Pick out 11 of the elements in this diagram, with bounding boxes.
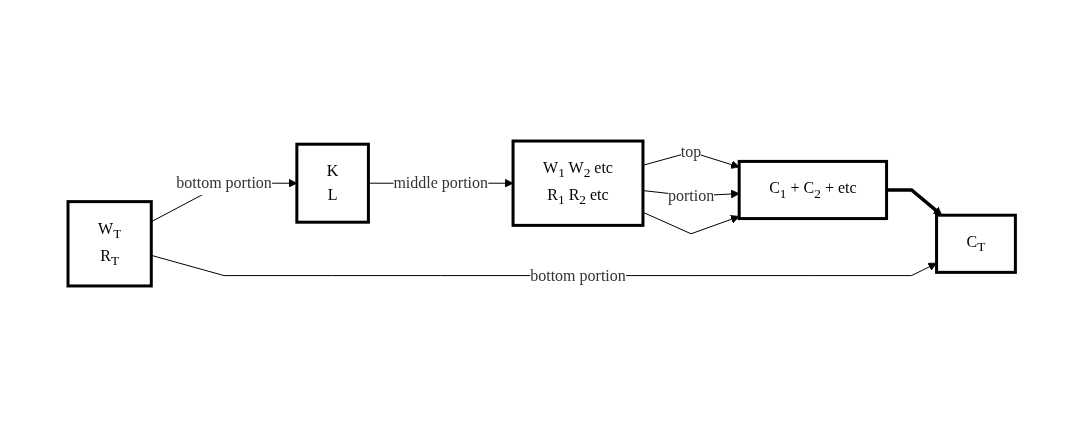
edge-label: bottom portion bbox=[176, 173, 273, 191]
node-box: W$_{1}$ W$_{2}$ etc R$_{1}$ R$_{2}$ etc bbox=[511, 139, 645, 227]
node-box: K L bbox=[295, 142, 371, 224]
edge-label: portion bbox=[668, 186, 715, 204]
arrow bbox=[886, 187, 943, 216]
edge-label: top bbox=[681, 142, 702, 160]
node-box: C$_{1}$ + C$_{2}$ + etc bbox=[737, 159, 889, 220]
node-box: C$_{T}$ bbox=[935, 213, 1018, 274]
edge-label: bottom portion bbox=[530, 266, 627, 284]
node-box: W$_{T}$ R$_{T}$ bbox=[66, 199, 154, 288]
edge-label: middle portion bbox=[393, 173, 489, 191]
